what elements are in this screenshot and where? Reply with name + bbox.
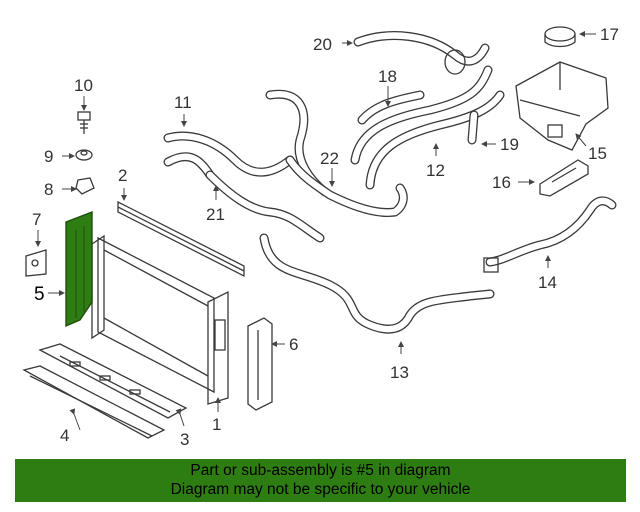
callout-10: 10 <box>74 76 93 95</box>
parts-diagram: 1 2 3 4 5 6 7 8 9 10 11 12 13 14 15 16 1… <box>22 25 619 449</box>
callout-2: 2 <box>118 166 127 185</box>
callout-8: 8 <box>44 180 53 199</box>
bolt <box>77 111 91 134</box>
callout-7: 7 <box>32 210 41 229</box>
callout-13: 13 <box>390 363 409 382</box>
clip <box>75 177 95 195</box>
lower-deflector <box>22 365 166 439</box>
bracket <box>25 249 47 277</box>
hose-19 <box>467 110 479 145</box>
callout-21: 21 <box>206 205 225 224</box>
callout-14: 14 <box>538 273 557 292</box>
hose-12 <box>350 65 505 190</box>
part-5-air-duct[interactable] <box>65 210 93 328</box>
info-banner: Part or sub-assembly is #5 in diagram Di… <box>15 459 626 502</box>
hose-22 <box>285 155 408 218</box>
callout-17: 17 <box>600 25 619 44</box>
callout-6: 6 <box>289 335 298 354</box>
callout-20: 20 <box>313 35 332 54</box>
tank-cap <box>544 26 576 48</box>
callout-19: 19 <box>500 135 519 154</box>
expansion-tank <box>515 61 609 151</box>
callout-4: 4 <box>60 426 69 445</box>
tank-bracket <box>539 159 589 197</box>
callout-11: 11 <box>174 93 192 112</box>
hose-20 <box>353 31 490 75</box>
side-deflector <box>247 317 273 411</box>
nut <box>75 149 93 161</box>
hose-21 <box>205 170 325 243</box>
callout-18: 18 <box>378 67 397 86</box>
callout-5: 5 <box>34 284 45 305</box>
callout-9: 9 <box>44 147 53 166</box>
callout-3: 3 <box>180 430 189 449</box>
callout-16: 16 <box>492 173 511 192</box>
leader-lines <box>35 31 596 431</box>
callout-12: 12 <box>426 161 445 180</box>
banner-line-1: Part or sub-assembly is #5 in diagram <box>190 462 451 479</box>
upper-seal <box>117 200 245 278</box>
lower-air-guide <box>38 343 188 419</box>
banner-line-2: Diagram may not be specific to your vehi… <box>170 481 471 498</box>
radiator <box>91 234 229 405</box>
callout-15: 15 <box>588 144 607 163</box>
hose-14 <box>483 196 617 273</box>
hose-13 <box>259 233 495 334</box>
callout-1: 1 <box>212 415 221 434</box>
callout-22: 22 <box>320 149 339 168</box>
